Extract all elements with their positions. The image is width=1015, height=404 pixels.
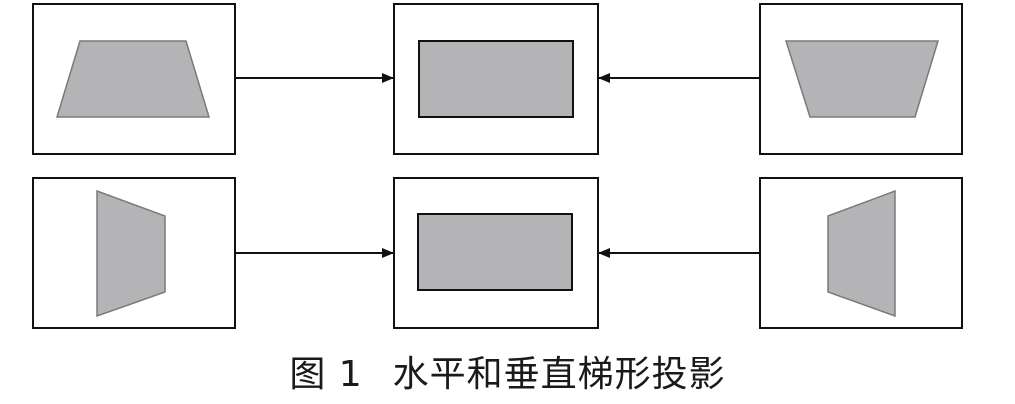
rectangle-shape-top-center	[418, 40, 574, 118]
rectangle-shape-bottom-center	[417, 213, 573, 291]
trapezoid-shape-bottom-right	[827, 189, 896, 318]
trapezoid-shape-bottom-left	[96, 189, 166, 318]
trapezoid-shape-top-left	[55, 40, 211, 118]
figure-title: 水平和垂直梯形投影	[392, 354, 726, 395]
keystone-projection-diagram	[32, 3, 963, 329]
figure-caption: 图 1 水平和垂直梯形投影	[0, 342, 1015, 400]
figure-number: 图 1	[289, 354, 363, 395]
trapezoid-shape-top-right	[784, 40, 940, 118]
